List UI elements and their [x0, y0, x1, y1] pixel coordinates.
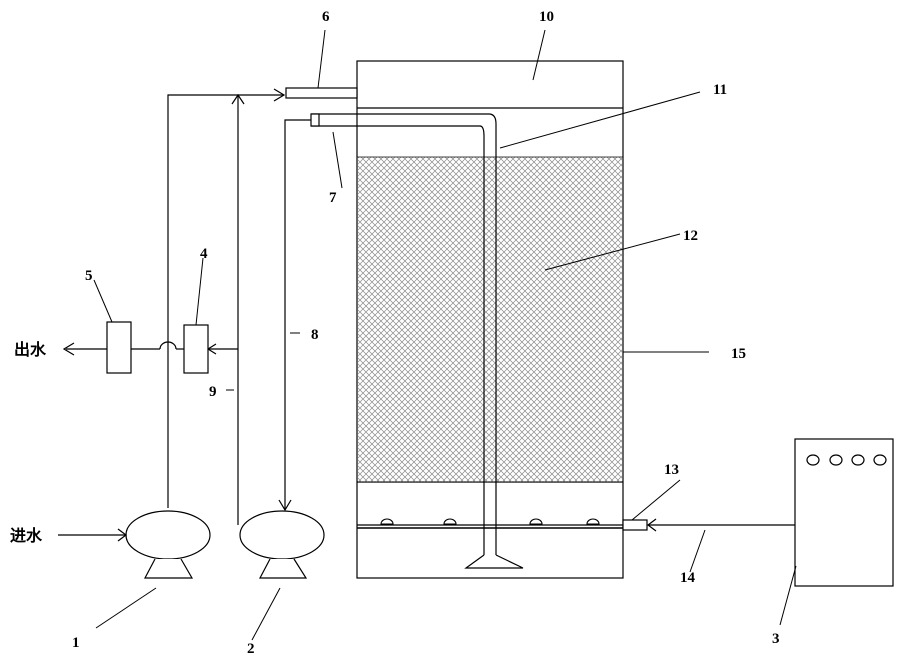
feed-pipe: [167, 88, 286, 508]
label-8: 8: [311, 327, 319, 343]
pump-2: [239, 510, 325, 579]
pipe-8: [278, 119, 311, 512]
inlet-nozzle-6: [285, 87, 358, 99]
outlet-label: 出水: [14, 340, 47, 359]
outlet-line: [62, 341, 238, 356]
flowmeter-5: [106, 321, 132, 374]
aerator-heads: [380, 518, 600, 525]
label-1: 1: [72, 635, 80, 651]
inlet-arrow: [58, 528, 127, 542]
label-6: 6: [322, 9, 330, 25]
label-7: 7: [329, 190, 337, 206]
label-12: 12: [683, 228, 698, 244]
pipe-9: [231, 93, 245, 525]
inlet-label: 进水: [10, 526, 43, 545]
air-diffuser-13: [622, 519, 648, 531]
air-pump-3: [794, 438, 894, 587]
leader-lines: [93, 29, 797, 641]
label-14: 14: [680, 570, 696, 586]
label-4: 4: [200, 246, 208, 262]
label-13: 13: [664, 462, 679, 478]
air-line-14: [357, 518, 795, 532]
outlet-nozzle-7: [310, 113, 320, 127]
label-5: 5: [85, 268, 93, 284]
label-3: 3: [772, 631, 780, 647]
packing-media: [358, 157, 622, 482]
label-10: 10: [539, 9, 554, 25]
label-11: 11: [713, 82, 727, 98]
flowmeter-4: [183, 324, 209, 374]
central-pipe: [311, 113, 524, 569]
pump-1: [125, 510, 211, 579]
label-15: 15: [731, 346, 746, 362]
label-9: 9: [209, 384, 217, 400]
label-2: 2: [247, 641, 255, 657]
